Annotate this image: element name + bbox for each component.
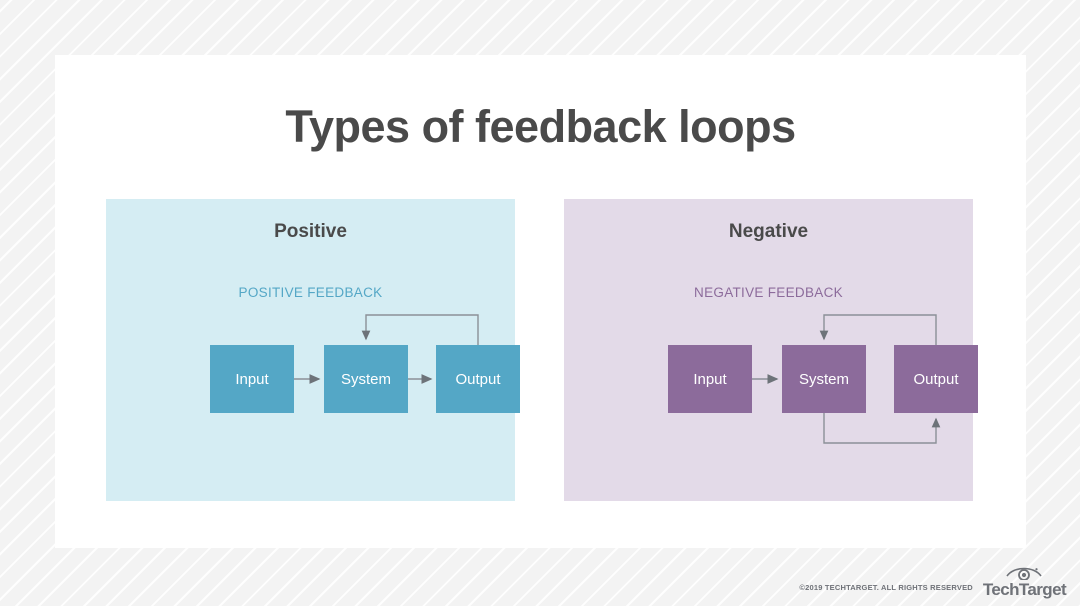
eye-lens-icon [1006, 567, 1043, 580]
negative-feedback-label: NEGATIVE FEEDBACK [694, 285, 843, 300]
panel-title-negative: Negative [728, 221, 809, 242]
node-negative-system: System [782, 345, 866, 413]
node-positive-input: Input [210, 345, 294, 413]
techtarget-wordmark: TechTarget [982, 580, 1067, 599]
node-negative-input: Input [668, 345, 752, 413]
footer: ©2019 TECHTARGET. ALL RIGHTS RESERVED Te… [799, 564, 1067, 599]
node-positive-system: System [324, 345, 408, 413]
panel-positive: Positive POSITIVE FEEDBACK Input System … [106, 199, 520, 501]
page-title: Types of feedback loops [285, 101, 796, 152]
negative-diagram-connectors [752, 314, 941, 444]
positive-feedback-label: POSITIVE FEEDBACK [238, 285, 383, 300]
panel-title-positive: Positive [274, 221, 347, 242]
slide-card: Types of feedback loops Positive POSITIV… [55, 55, 1026, 548]
node-positive-output: Output [436, 345, 520, 413]
copyright-text: ©2019 TECHTARGET. ALL RIGHTS RESERVED [799, 583, 973, 592]
techtarget-logo: TechTarget [982, 564, 1067, 599]
positive-diagram-connectors [294, 314, 479, 384]
panel-negative: Negative NEGATIVE FEEDBACK Input [564, 199, 978, 501]
node-negative-output: Output [894, 345, 978, 413]
